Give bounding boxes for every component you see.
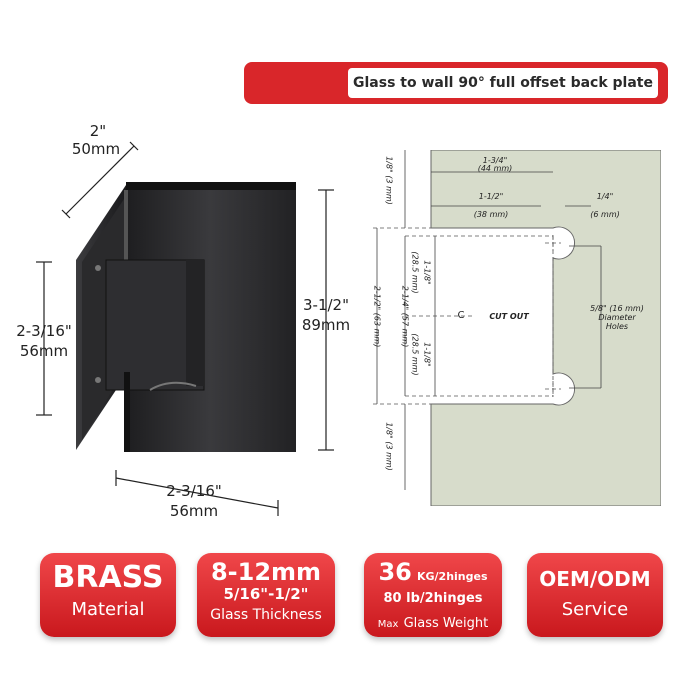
upper-inch: 1-1/8" [422, 260, 432, 285]
half-height: 2-1/4" (57 mm) [400, 285, 410, 348]
cut-out-label: CUT OUT [489, 312, 529, 321]
thickness-badge: 8-12mm 5/16"-1/2" Glass Thickness [197, 553, 335, 637]
screw-icon [95, 377, 101, 383]
thickness-mm: 8-12mm [210, 558, 322, 586]
depth-mm-label: 50mm [71, 140, 121, 158]
weight-kg-unit: KG/2hinges [416, 570, 488, 583]
centerline-label: C [457, 310, 465, 321]
offset-inch: 1/4" [596, 192, 614, 201]
width-inch-label: 2-3/16" [166, 482, 222, 500]
width-dim-line [115, 477, 279, 509]
width-mm-label: 56mm [169, 502, 219, 520]
thickness-label: Glass Thickness [210, 607, 322, 623]
weight-label: Glass Weight [403, 616, 489, 631]
weight-lb: 80 lb/2hinges [383, 591, 483, 606]
hinge-illustration: 2" 50mm 3-1/2" 89mm 2-3/16" 56mm 2-3/16"… [0, 110, 370, 530]
material-badge: BRASS Material [40, 553, 176, 637]
top-mm: (44 mm) [477, 164, 513, 173]
height-mm-label: 89mm [301, 316, 351, 334]
offset-mm: (6 mm) [590, 210, 620, 219]
service-badge: OEM/ODM Service [527, 553, 663, 637]
lower-inch: 1-1/8" [422, 342, 432, 367]
depth-inch-label: 2" [89, 122, 107, 140]
weight-badge: 36 KG/2hinges 80 lb/2hinges Max Glass We… [364, 553, 502, 637]
holes-diameter: Diameter [598, 313, 636, 322]
service-label: Service [561, 599, 629, 620]
glass-panel [430, 149, 662, 507]
gap-top: 1/8" (3 mm) [384, 156, 394, 205]
holes-size: 5/8" (16 mm) [590, 304, 644, 313]
height-inch-label: 3-1/2" [303, 296, 349, 314]
material-value: BRASS [52, 560, 164, 595]
mid-mm: (38 mm) [473, 210, 509, 219]
total-height: 2-1/2" (63 mm) [372, 285, 382, 348]
gap-bottom: 1/8" (3 mm) [384, 422, 394, 471]
weight-prefix: Max [377, 619, 399, 630]
cutout-svg [373, 149, 662, 507]
depth-dim-line [65, 145, 135, 215]
plate-height-mm-label: 56mm [19, 342, 69, 360]
holes-label: Holes [605, 322, 629, 331]
top-inch: 1-3/4" [482, 156, 508, 165]
thickness-inch: 5/16"-1/2" [223, 585, 309, 603]
title-banner: Glass to wall 90° full offset back plate [244, 62, 668, 104]
lower-mm: (28.5 mm) [410, 333, 420, 376]
weight-kg: 36 [378, 558, 412, 586]
upper-mm: (28.5 mm) [410, 251, 420, 294]
service-value: OEM/ODM [539, 567, 651, 591]
cutout-drawing: 1-3/4" (44 mm) 1-1/2" (38 mm) 1/4" (6 mm… [365, 149, 662, 507]
screw-icon [95, 265, 101, 271]
plate-height-inch-label: 2-3/16" [16, 322, 72, 340]
material-label: Material [71, 599, 145, 620]
hinge-drawing [36, 141, 334, 516]
mid-inch: 1-1/2" [478, 192, 504, 201]
title-text: Glass to wall 90° full offset back plate [348, 68, 658, 98]
